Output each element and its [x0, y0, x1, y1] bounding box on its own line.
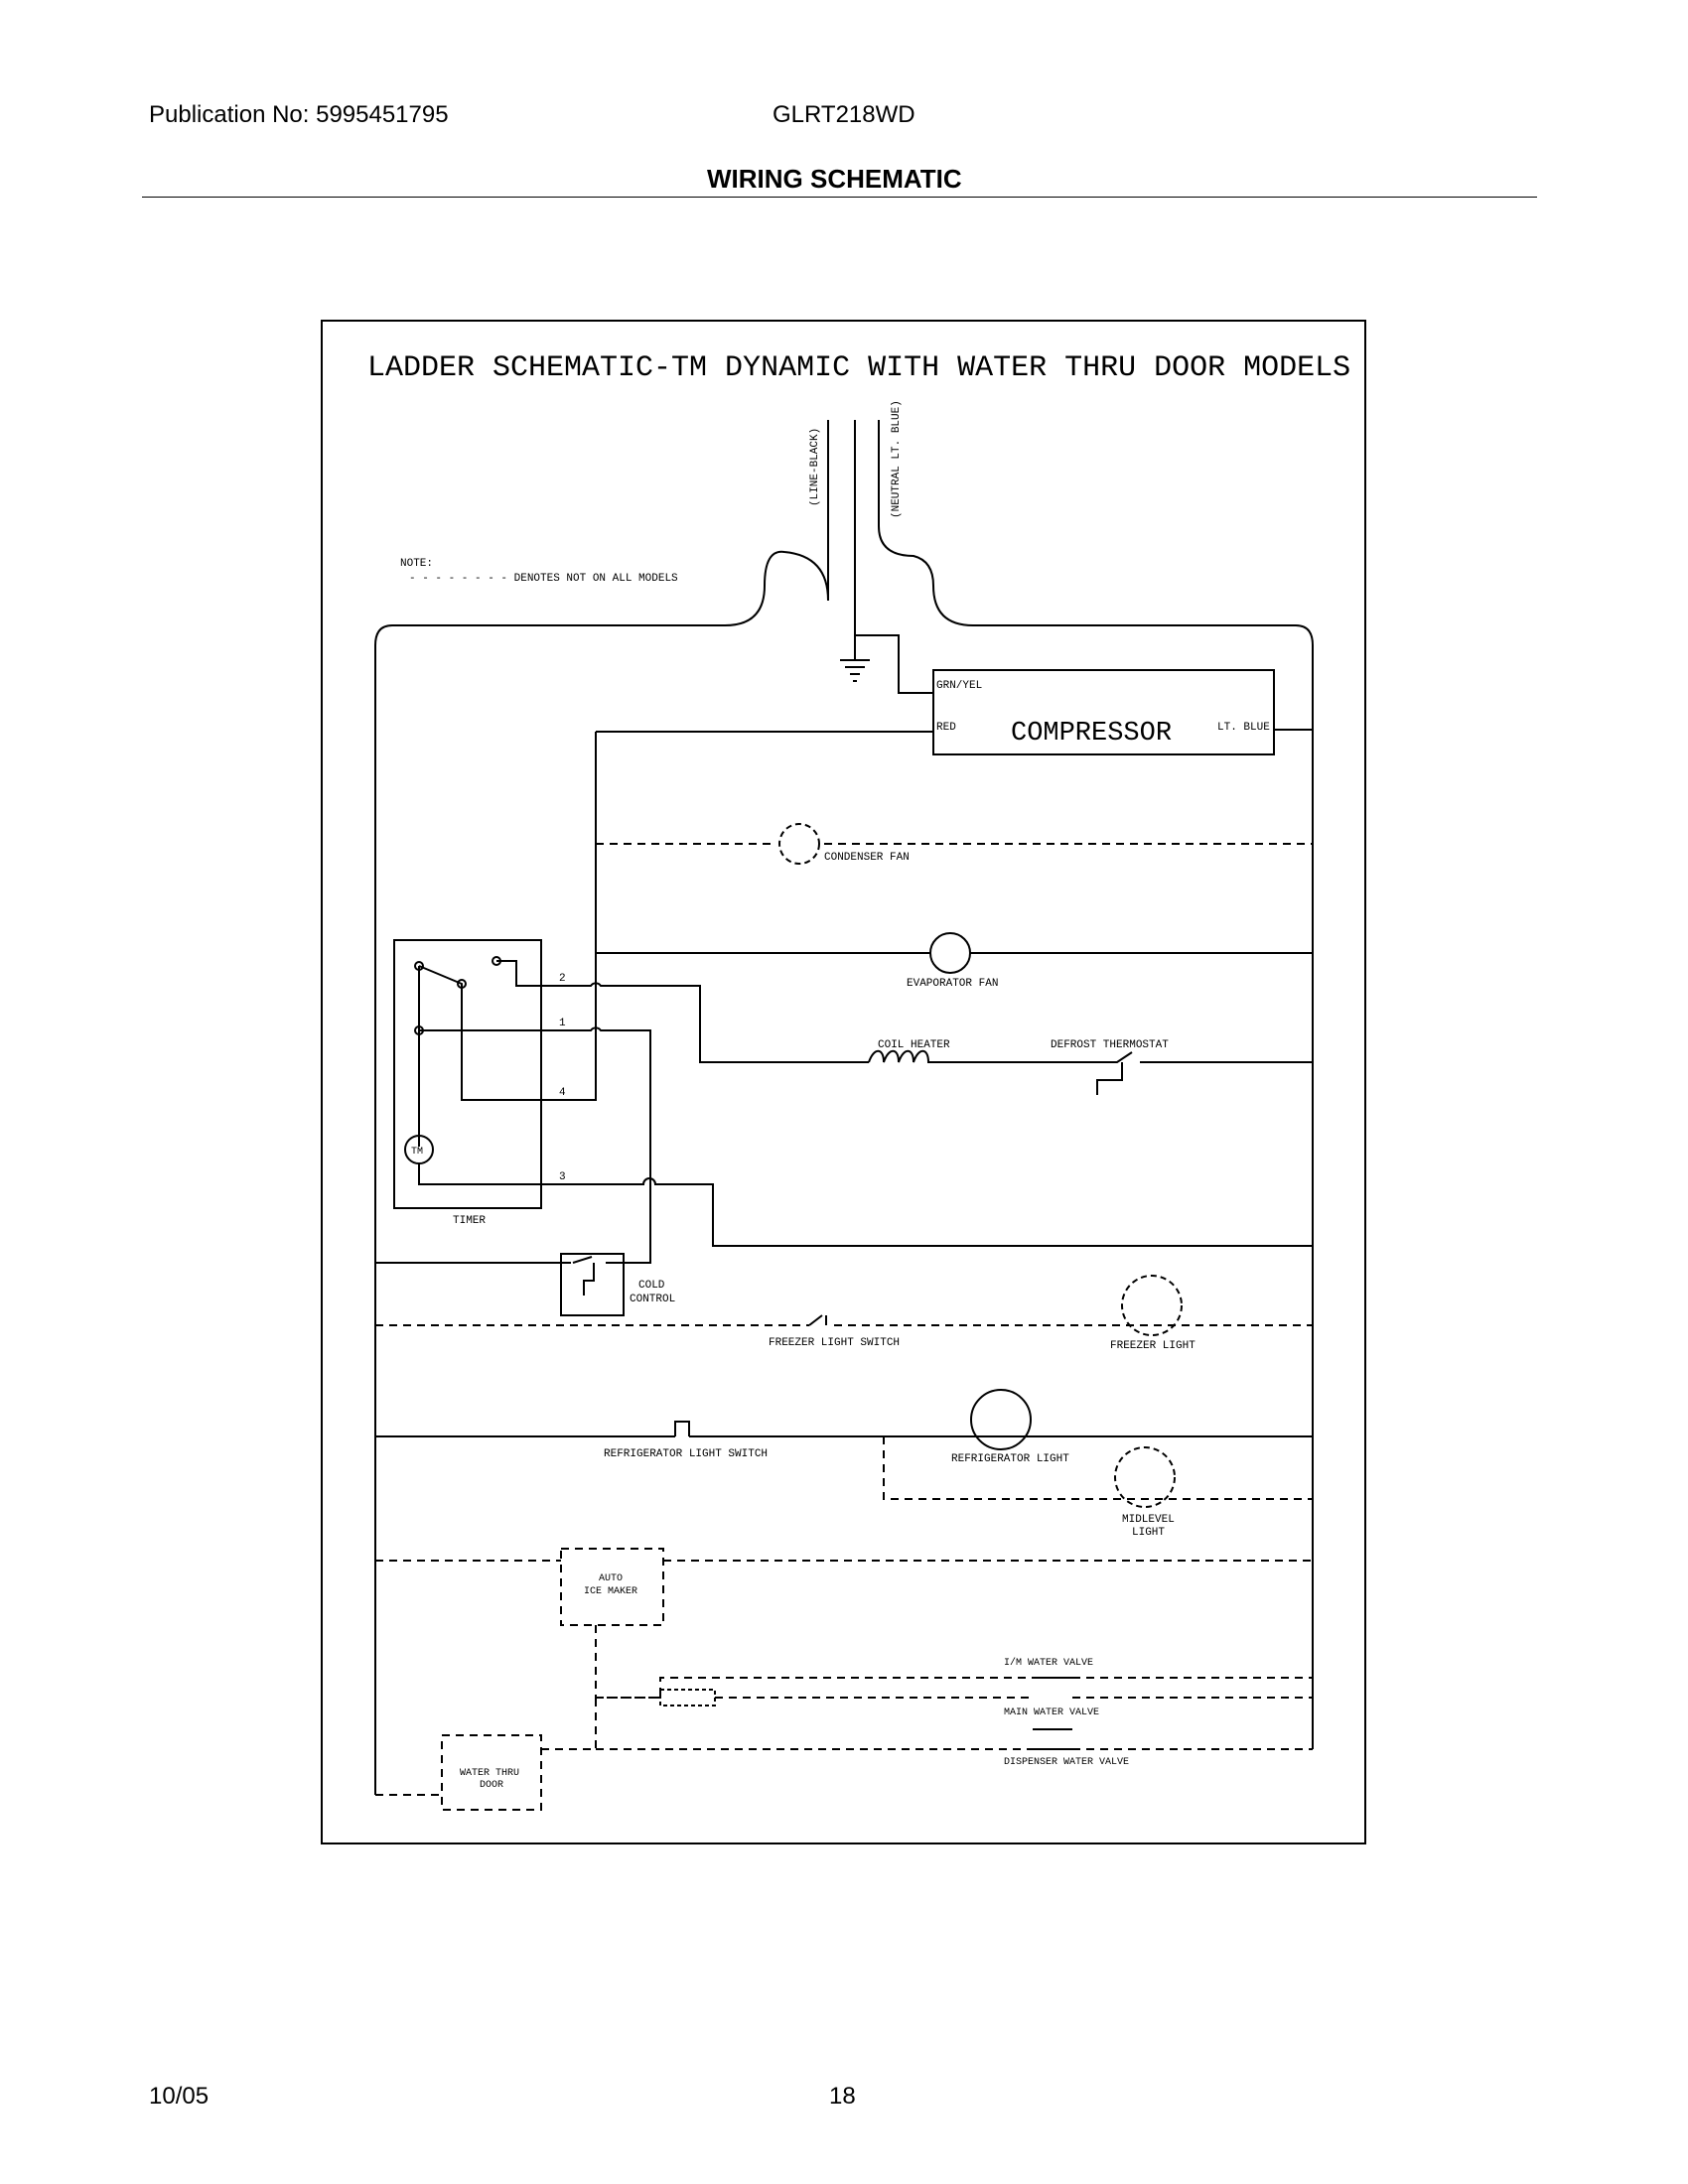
page-title: WIRING SCHEMATIC: [707, 164, 962, 194]
terminal-2-label: 2: [559, 973, 566, 985]
footer-date: 10/05: [149, 2083, 210, 2110]
note-text: - - - - - - - - DENOTES NOT ON ALL MODEL…: [409, 573, 678, 585]
compressor-label: COMPRESSOR: [1011, 719, 1172, 749]
ground-icon: [840, 659, 870, 682]
evaporator-fan-icon: [929, 932, 971, 974]
grn-yel-label: GRN/YEL: [936, 680, 982, 692]
neutral-label: (NEUTRAL LT. BLUE): [891, 400, 903, 518]
water-thru-door-label: WATER THRU: [460, 1768, 519, 1779]
condenser-fan-icon: [778, 823, 820, 865]
header-divider: [142, 197, 1537, 198]
water-thru-door-label: DOOR: [480, 1780, 503, 1791]
terminal-1-label: 1: [559, 1018, 566, 1029]
terminal-4-wire: [541, 1037, 597, 1101]
timer-box: [393, 939, 542, 1209]
refrigerator-light-switch-icon: [674, 1421, 690, 1436]
dispenser-water-valve-label: DISPENSER WATER VALVE: [1004, 1757, 1129, 1768]
neutral-wire: [878, 420, 1314, 1749]
defrost-thermostat-icon: [1092, 1051, 1313, 1063]
midlevel-light-label: MIDLEVEL: [1122, 1514, 1175, 1526]
valve-connector-icon: [659, 1689, 716, 1706]
im-water-valve-label: I/M WATER VALVE: [1004, 1657, 1093, 1669]
coil-heater-label: COIL HEATER: [878, 1039, 950, 1051]
timer-internal-wire: [418, 966, 541, 1147]
red-label: RED: [936, 722, 956, 734]
timer-motor-label: TM: [411, 1147, 423, 1158]
page-number: 18: [829, 2083, 856, 2110]
freezer-light-icon: [1121, 1275, 1183, 1336]
refrigerator-light-label: REFRIGERATOR LIGHT: [951, 1453, 1069, 1465]
freezer-light-switch-icon: [808, 1314, 827, 1326]
condenser-fan-label: CONDENSER FAN: [824, 852, 910, 864]
cold-control-label: COLD: [638, 1280, 665, 1292]
water-thru-door-box: [441, 1734, 542, 1811]
timer-label: TIMER: [453, 1215, 486, 1227]
lt-blue-label: LT. BLUE: [1217, 722, 1270, 734]
line-black-label: (LINE-BLACK): [809, 428, 821, 506]
schematic-title: LADDER SCHEMATIC-TM DYNAMIC WITH WATER T…: [367, 351, 1350, 385]
defrost-thermostat-sensor: [1096, 1062, 1123, 1095]
auto-ice-maker-label: AUTO: [599, 1573, 623, 1584]
freezer-light-label: FREEZER LIGHT: [1110, 1340, 1196, 1352]
terminal-3-wire: [541, 1177, 1313, 1247]
auto-ice-maker-box: [560, 1548, 664, 1626]
midlevel-light-label: LIGHT: [1132, 1527, 1165, 1539]
cold-control-box: [560, 1253, 625, 1316]
cold-control-wire: [606, 1184, 651, 1264]
line-black-wire: [374, 420, 829, 1795]
terminal-2-wire: [541, 982, 869, 1063]
refrigerator-light-switch-label: REFRIGERATOR LIGHT SWITCH: [604, 1448, 768, 1460]
midlevel-light-icon: [1114, 1446, 1176, 1508]
cold-control-switch-icon: [572, 1256, 595, 1296]
freezer-light-switch-label: FREEZER LIGHT SWITCH: [769, 1337, 900, 1349]
water-valve-icon: [1033, 1677, 1072, 1750]
terminal-1-wire: [541, 1026, 651, 1184]
im-water-valve-rung: [595, 1625, 1313, 1699]
refrigerator-light-icon: [970, 1389, 1032, 1450]
coil-heater-icon: [868, 1049, 1092, 1063]
timer-internal-wire: [418, 1163, 541, 1185]
model-number: GLRT218WD: [773, 101, 915, 128]
evaporator-fan-label: EVAPORATOR FAN: [907, 978, 998, 990]
main-water-valve-label: MAIN WATER VALVE: [1004, 1707, 1099, 1718]
schematic-frame: [321, 320, 1366, 1844]
compressor-box: [932, 669, 1275, 755]
publication-number: Publication No: 5995451795: [149, 101, 449, 128]
note-label: NOTE:: [400, 558, 433, 570]
timer-internal-wire: [496, 960, 541, 987]
grn-yel-wire: [855, 634, 933, 694]
terminal-4-label: 4: [559, 1087, 566, 1099]
auto-ice-maker-label: ICE MAKER: [584, 1586, 637, 1597]
midlevel-light-rung: [883, 1436, 1313, 1500]
terminal-3-label: 3: [559, 1171, 566, 1183]
defrost-thermostat-label: DEFROST THERMOSTAT: [1051, 1039, 1169, 1051]
cold-control-label: CONTROL: [630, 1294, 675, 1305]
timer-internal-wire: [418, 965, 541, 1101]
dispenser-water-valve-rung: [541, 1698, 1313, 1750]
